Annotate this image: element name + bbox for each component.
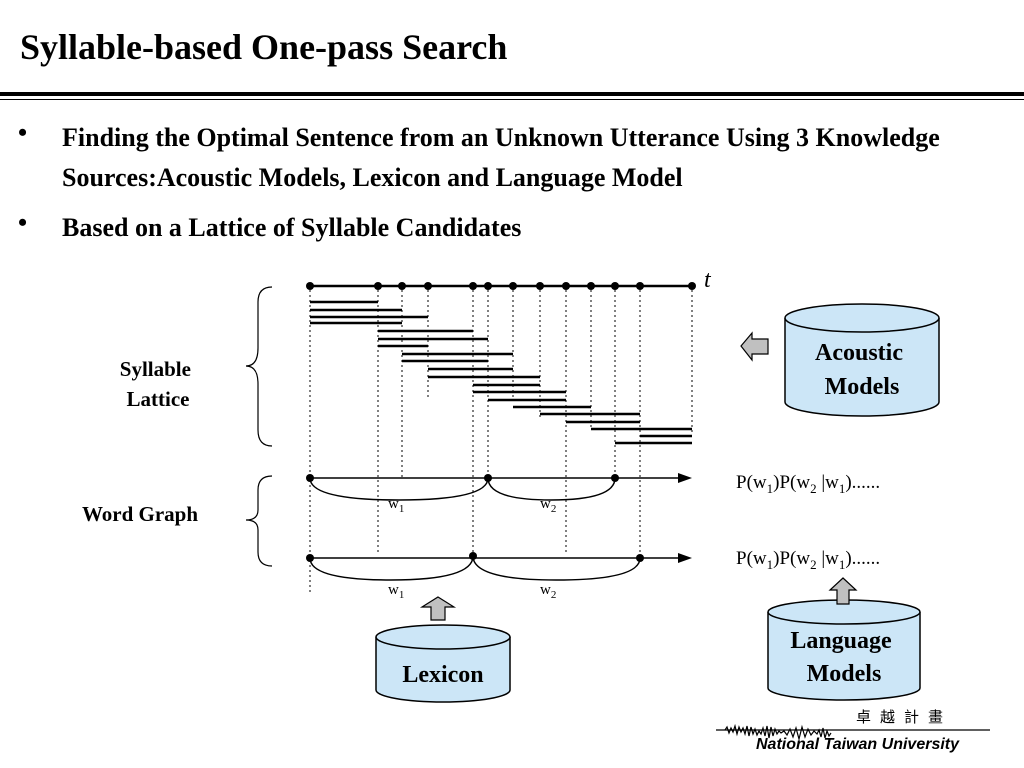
acoustic-models-label: Acoustic Models xyxy=(815,340,909,400)
word-graph-upper xyxy=(306,473,692,501)
word-graph-label: Word Graph xyxy=(82,502,198,526)
word-label-w2: w2 xyxy=(540,496,556,515)
word-graph-lower xyxy=(306,552,692,581)
word-label-w1: w1 xyxy=(388,582,404,601)
syllable-lattice-label: Syllable Lattice xyxy=(120,357,196,411)
lattice-brace xyxy=(245,286,273,447)
lm-probability-lower: P(w1)P(w2 |w1)...... xyxy=(736,548,880,572)
lm-probability-upper: P(w1)P(w2 |w1)...... xyxy=(736,472,880,496)
footer-motto: 卓越計畫 xyxy=(856,708,953,726)
arrow-up-icon xyxy=(419,596,457,621)
bullet-text: Finding the Optimal Sentence from an Unk… xyxy=(62,123,940,192)
title-rule-thin xyxy=(0,99,1024,100)
waveform-logo xyxy=(716,723,990,742)
bullet-dot: • xyxy=(18,208,28,237)
word-graph-brace xyxy=(245,475,273,567)
bullet-text: Based on a Lattice of Syllable Candidate… xyxy=(62,213,522,242)
arrow-up-icon xyxy=(828,577,858,605)
bullet-dot: • xyxy=(18,118,28,147)
lexicon-cylinder xyxy=(375,624,511,703)
title-rule-thick xyxy=(0,92,1024,96)
word-label-w2: w2 xyxy=(540,582,556,601)
word-label-w1: w1 xyxy=(388,496,404,515)
footer-university: National Taiwan University xyxy=(756,736,960,753)
language-models-label: Language Models xyxy=(790,628,897,687)
time-axis-nodes xyxy=(306,282,696,290)
acoustic-models-cylinder xyxy=(784,303,940,417)
syllable-lattice-bars xyxy=(310,300,692,445)
arrow-left-icon xyxy=(740,331,769,362)
slide-title: Syllable-based One-pass Search xyxy=(20,27,508,67)
language-models-cylinder xyxy=(767,599,921,701)
time-label: t xyxy=(704,267,712,293)
lexicon-label: Lexicon xyxy=(402,662,483,688)
